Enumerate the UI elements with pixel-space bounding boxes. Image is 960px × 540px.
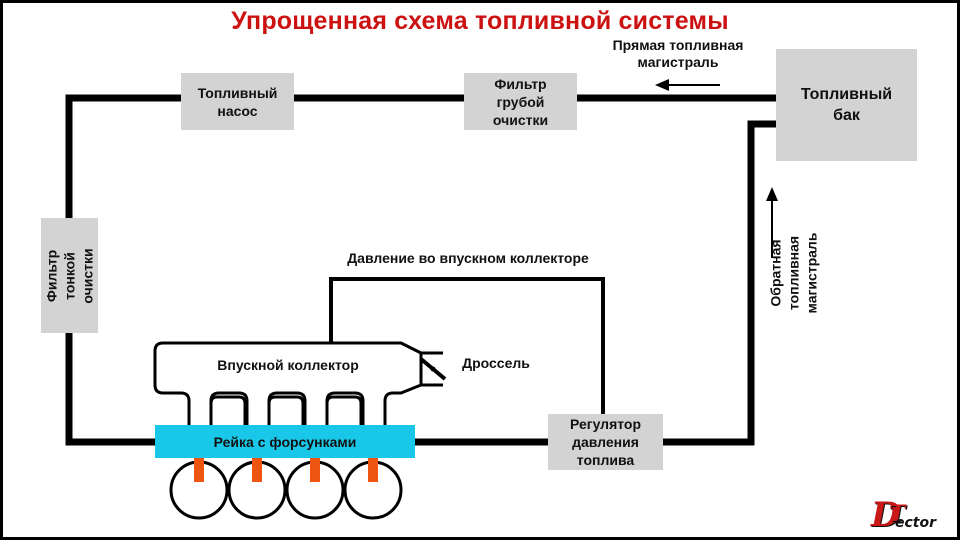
coarse-filter-box: Фильтр грубой очистки: [464, 73, 577, 130]
manifold-pressure-label: Давление во впускном коллекторе: [347, 250, 589, 266]
injector-nozzle-4: [368, 458, 378, 482]
diagram-canvas: Упрощенная схема топливной системы Топли…: [3, 3, 957, 537]
fine-filter-label: Фильтр тонкой очистки: [43, 247, 96, 304]
fuel-pump-box: Топливный насос: [181, 73, 294, 130]
return-pipe: [663, 120, 776, 446]
runner-1: [209, 395, 247, 428]
throttle-label: Дроссель: [462, 355, 530, 371]
return-line-label-wrap: Обратная топливная магистраль: [753, 173, 833, 373]
supply-line-label: Прямая топливная магистраль: [612, 37, 744, 70]
manifold-pressure-line: [329, 277, 605, 415]
fine-filter-box: Фильтр тонкой очистки: [41, 218, 98, 333]
intake-manifold-label: Впускной коллектор: [217, 357, 359, 373]
injector-nozzle-1: [194, 458, 204, 482]
runner-3: [325, 395, 363, 428]
return-arrow-icon: [766, 187, 778, 258]
logo-letter-t: T: [889, 501, 906, 527]
intake-manifold-outline: [153, 341, 423, 430]
supply-arrow-icon: [655, 79, 720, 91]
injector-nozzle-3: [310, 458, 320, 482]
diagram-title: Упрощенная схема топливной системы: [231, 7, 729, 35]
return-line-label: Обратная топливная магистраль: [767, 232, 820, 314]
logo-letter-d: D: [871, 495, 901, 535]
throttle-icon: [419, 351, 447, 387]
pressure-regulator-box: Регулятор давления топлива: [548, 414, 663, 470]
pipe-lines: [65, 79, 778, 520]
injector-nozzle-2: [252, 458, 262, 482]
dtector-logo: D T ector: [871, 495, 951, 535]
logo-word: ector: [895, 515, 937, 531]
runner-2: [267, 395, 305, 428]
fuel-tank-box: Топливный бак: [776, 49, 917, 161]
fuel-rail: Рейка с форсунками: [155, 425, 415, 458]
